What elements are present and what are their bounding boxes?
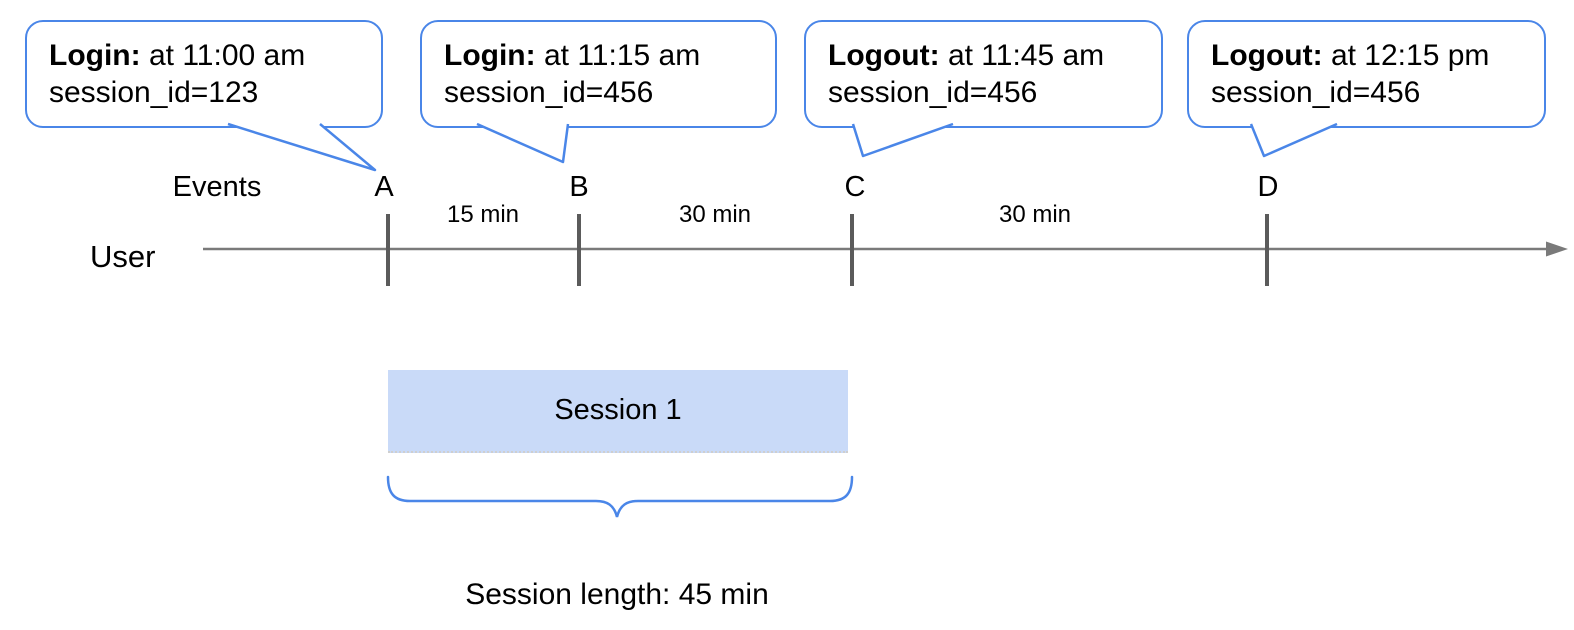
callout-event-type: Logout: (1211, 39, 1323, 72)
callout-event-b: Login: at 11:15 am session_id=456 (420, 20, 777, 128)
events-caption: Events (172, 171, 262, 203)
event-label-c: C (844, 171, 866, 203)
session-length-caption: Session length: 45 min (465, 578, 769, 611)
timeline-arrowhead-icon (1546, 241, 1568, 257)
callout-tail-b (476, 122, 570, 164)
event-label-d: D (1257, 171, 1279, 203)
session-bar: Session 1 (388, 370, 848, 453)
callout-event-line: Logout: at 12:15 pm (1211, 37, 1544, 74)
interval-label-ab: 15 min (446, 201, 520, 228)
callout-event-line: Logout: at 11:45 am (828, 37, 1161, 74)
callout-event-a: Login: at 11:00 am session_id=123 (25, 20, 383, 128)
callout-event-type: Logout: (828, 39, 940, 72)
interval-label-bc: 30 min (678, 201, 752, 228)
callout-event-time: at 11:45 am (947, 39, 1105, 72)
event-label-b: B (569, 171, 589, 203)
callout-event-time: at 11:00 am (148, 39, 306, 72)
callout-session-id: session_id=123 (49, 76, 259, 109)
callout-event-line: Login: at 11:00 am (49, 37, 381, 74)
callout-event-d: Logout: at 12:15 pm session_id=456 (1187, 20, 1546, 128)
callout-event-line: Login: at 11:15 am (444, 37, 775, 74)
callout-tail-a (227, 122, 377, 172)
callout-event-type: Login: (444, 39, 536, 72)
callout-tail-d (1249, 122, 1338, 158)
event-label-a: A (374, 171, 394, 203)
callout-event-time: at 12:15 pm (1330, 39, 1490, 72)
callout-event-time: at 11:15 am (543, 39, 701, 72)
axis-label-user: User (90, 239, 156, 274)
interval-label-cd: 30 min (998, 201, 1072, 228)
callout-session-id: session_id=456 (828, 76, 1038, 109)
session-brace (386, 475, 854, 518)
callout-tail-c (851, 122, 954, 158)
callout-session-id: session_id=456 (1211, 76, 1421, 109)
callout-event-c: Logout: at 11:45 am session_id=456 (804, 20, 1163, 128)
callout-session-id: session_id=456 (444, 76, 654, 109)
session-bar-label: Session 1 (554, 394, 682, 426)
callout-event-type: Login: (49, 39, 141, 72)
